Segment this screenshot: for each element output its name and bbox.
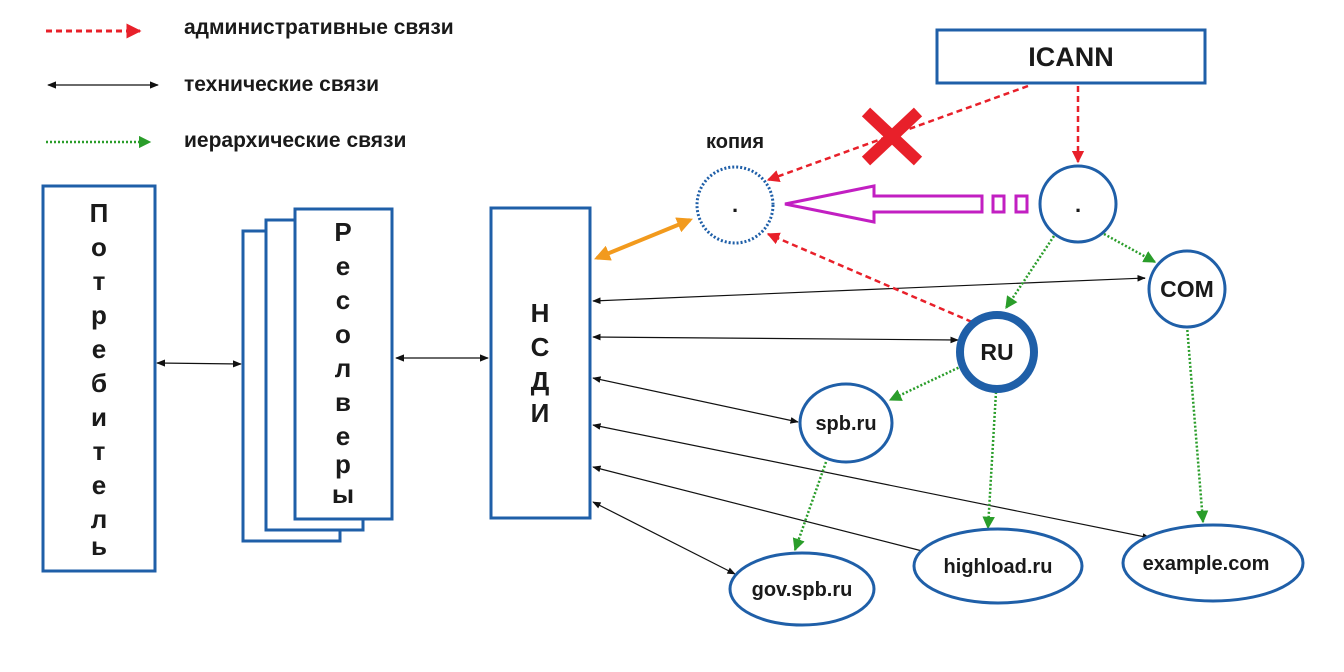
example-node: [1121, 523, 1305, 603]
root-copy-caption: копия: [706, 131, 764, 153]
resolvers-letter: в: [335, 387, 351, 417]
consumer-letter: е: [92, 470, 106, 500]
consumer-letter: е: [92, 334, 106, 364]
consumer-letter: ь: [91, 531, 107, 561]
cross-icon: [861, 107, 923, 166]
hier-ru-highload: [982, 391, 998, 530]
hier-ru-spb: [888, 364, 963, 402]
resolvers-letter: ы: [332, 479, 354, 509]
consumer-letter: т: [93, 436, 106, 466]
root-copy-label: .: [732, 192, 738, 217]
link-nsdi-highload: [592, 465, 931, 555]
highload-node: [912, 527, 1084, 605]
admin-ru-root-copy: [766, 232, 973, 324]
hier-com-example: [1185, 325, 1209, 524]
link-consumer-resolvers: [156, 359, 242, 368]
root-copy-node: [695, 165, 775, 245]
nsdi-label: Н С Д И: [531, 298, 550, 428]
resolvers-letter: е: [336, 421, 350, 451]
root-label: .: [1075, 192, 1081, 217]
consumer-letter: и: [91, 402, 107, 432]
hier-root-com: [1103, 232, 1157, 264]
resolvers-letter: Р: [334, 217, 351, 247]
consumer-label: П о т р е б и т е л ь: [90, 198, 109, 561]
link-nsdi-spb: [592, 376, 799, 424]
gov-spb-label: gov.spb.ru: [752, 579, 853, 601]
link-nsdi-com: [592, 274, 1146, 305]
resolvers-letter: л: [335, 353, 352, 383]
spb-node: [798, 382, 894, 464]
ru-node: [956, 311, 1038, 393]
link-nsdi-ru: [592, 333, 959, 344]
legend: административные связи технические связи…: [46, 16, 454, 152]
legend-technical-label: технические связи: [184, 73, 379, 96]
consumer-letter: П: [90, 198, 109, 228]
hier-spb-gov: [792, 461, 828, 552]
consumer-letter: р: [91, 300, 107, 330]
resolvers-letter: р: [335, 449, 351, 479]
com-label: COM: [1160, 276, 1214, 302]
com-node: [1147, 249, 1227, 329]
consumer-box: [41, 184, 157, 573]
highload-label: highload.ru: [944, 556, 1053, 578]
gov-spb-node: [728, 551, 876, 627]
link-nsdi-gov-spb: [592, 501, 736, 575]
admin-icann-root-copy: [766, 84, 1029, 183]
consumer-letter: б: [91, 368, 107, 398]
example-label: example.com: [1143, 553, 1270, 575]
resolvers-label: Р е с о л в е р ы: [332, 217, 354, 509]
icann-box: [935, 28, 1207, 85]
nsdi-letter: Д: [531, 366, 550, 396]
consumer-letter: л: [91, 504, 108, 534]
spb-label: spb.ru: [815, 413, 876, 435]
legend-hierarchical-label: иерархические связи: [184, 129, 406, 152]
icann-label: ICANN: [1028, 42, 1114, 72]
nsdi-letter: И: [531, 398, 550, 428]
link-nsdi-root-copy: [594, 217, 693, 261]
root-node: [1038, 164, 1118, 244]
replication-arrow-icon: [784, 184, 1029, 224]
nsdi-box: [489, 206, 592, 520]
nsdi-letter: Н: [531, 298, 550, 328]
hier-root-ru: [1004, 235, 1056, 310]
consumer-letter: т: [93, 266, 106, 296]
resolver-box-front: [293, 207, 394, 521]
resolvers-letter: е: [336, 251, 350, 281]
legend-admin-label: административные связи: [184, 16, 454, 39]
consumer-letter: о: [91, 232, 107, 262]
nsdi-letter: С: [531, 332, 550, 362]
resolvers-letter: о: [335, 319, 351, 349]
resolvers-letter: с: [336, 285, 350, 315]
ru-label: RU: [980, 339, 1013, 365]
